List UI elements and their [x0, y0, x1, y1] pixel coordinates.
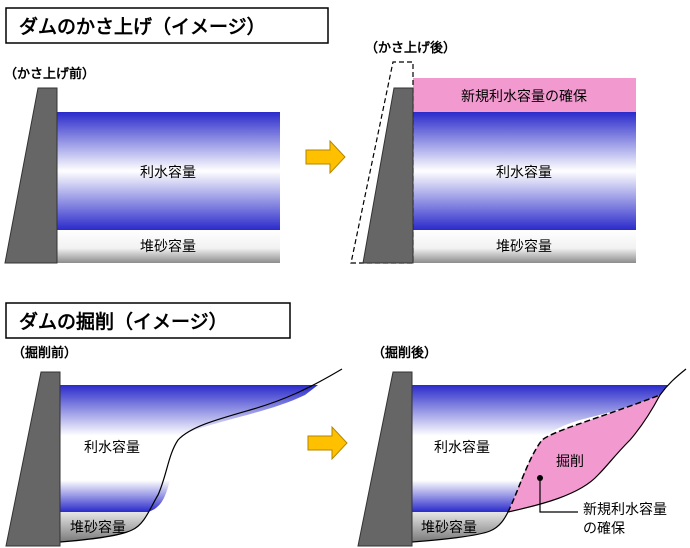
- ground-line: [59, 368, 343, 543]
- new-capacity-label-line2: の確保: [583, 521, 625, 537]
- section2-title-box: [5, 302, 291, 339]
- section2-title: ダムの掘削（イメージ）: [19, 310, 228, 333]
- water-capacity-label: 利水容量: [84, 439, 140, 456]
- dam-body: [5, 371, 61, 547]
- ground-line: [411, 368, 687, 543]
- after-label: （かさ上げ後）: [365, 40, 456, 56]
- water-capacity-area: [412, 385, 668, 512]
- new-capacity-area: [413, 78, 636, 112]
- sediment-capacity-label: 堆砂容量: [496, 238, 552, 255]
- sediment-capacity-label: 堆砂容量: [140, 238, 196, 255]
- sediment-capacity-area: [57, 230, 280, 263]
- sediment-capacity-area: [413, 230, 636, 263]
- sediment-capacity-area: [60, 512, 148, 542]
- sediment-capacity-label: 堆砂容量: [70, 519, 126, 536]
- excavation-label: 掘削: [556, 454, 584, 470]
- dam-body: [4, 87, 58, 264]
- leader-line: [539, 478, 578, 513]
- section1-title-box: [5, 7, 329, 44]
- excavation-area: [508, 395, 660, 512]
- water-capacity-label: 利水容量: [496, 164, 552, 181]
- section1-title: ダムのかさ上げ（イメージ）: [19, 15, 266, 38]
- before-label: （掘削前）: [12, 345, 77, 361]
- water-capacity-label: 利水容量: [434, 439, 490, 456]
- sediment-capacity-area: [412, 512, 508, 542]
- new-capacity-label: 新規利水容量の確保: [461, 88, 587, 105]
- water-capacity-area: [60, 385, 318, 512]
- water-capacity-area: [413, 112, 636, 230]
- dam-body: [357, 371, 413, 547]
- water-capacity-area: [57, 112, 280, 230]
- sediment-capacity-label: 堆砂容量: [421, 519, 477, 536]
- right-arrow-icon: [307, 425, 348, 461]
- original-ground-line: [507, 394, 661, 513]
- new-capacity-label-line1: 新規利水容量: [583, 501, 667, 518]
- before-label: （かさ上げ前）: [4, 66, 95, 82]
- right-arrow-icon: [305, 139, 346, 175]
- water-capacity-label: 利水容量: [140, 164, 196, 181]
- after-label: （掘削後）: [372, 345, 437, 361]
- dam-body: [362, 87, 414, 264]
